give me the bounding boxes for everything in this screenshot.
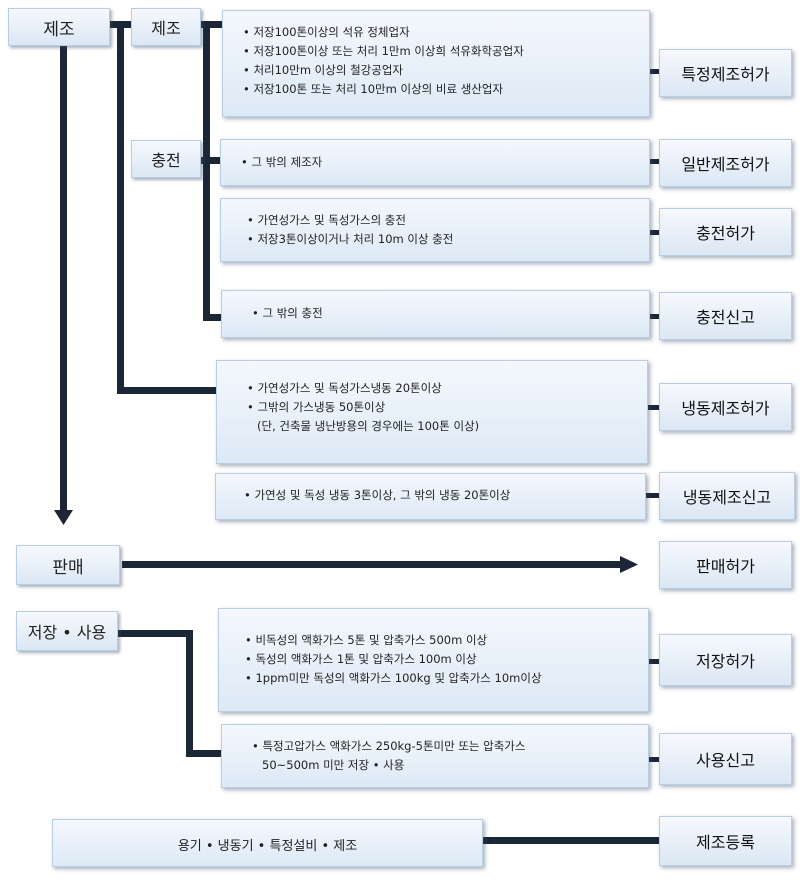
equipment-label: 용기 • 냉동기 • 특정설비 • 제조 (177, 839, 358, 854)
connector-tick-general (647, 159, 659, 164)
list-item: 그 밖의 충전 (252, 304, 322, 323)
connector-tick-use (649, 757, 659, 762)
use-report-line2: 50~500m 미만 저장 • 사용 (262, 758, 405, 772)
list-item: 특정고압가스 액화가스 250kg-5톤미만 또는 압축가스 (252, 737, 525, 756)
arrow-down-head (54, 510, 73, 525)
list-item: 독성의 액화가스 1톤 및 압축가스 100m 이상 (245, 650, 542, 669)
group-storage-permit-list: 비독성의 액화가스 5톤 및 압축가스 500m 이상 독성의 액화가스 1톤 … (245, 631, 542, 688)
group-use-report: 특정고압가스 액화가스 250kg-5톤미만 또는 압축가스 50~500m 미… (221, 724, 649, 788)
group-charging-permit-list: 가연성가스 및 독성가스의 충전 저장3톤이상이거나 처리 10m 이상 충전 (247, 211, 453, 249)
connector-tick-refrig (647, 405, 659, 410)
list-item: 가연성 및 독성 냉동 3톤이상, 그 밖의 냉동 20톤이상 (244, 486, 510, 505)
refrigeration-permit-note: (단, 건축물 냉난방용의 경우에는 100톤 이상) (257, 419, 480, 433)
list-item: 처리10만m 이상의 철강공업자 (243, 61, 524, 80)
result-charging-permit: 충전허가 (659, 208, 792, 256)
connector-refrig-vertical (117, 21, 124, 394)
list-item: 그 밖의 제조자 (241, 153, 322, 172)
connector-charging-horizontal (200, 157, 222, 164)
result-refrigeration-manufacture-permit: 냉동제조허가 (659, 383, 792, 431)
result-storage-permit: 저장허가 (659, 634, 792, 686)
list-item: 저장100톤이상 또는 처리 1만m 이상희 석유화학공업자 (243, 42, 523, 61)
result-use-report: 사용신고 (659, 733, 792, 785)
list-item: 그밖의 가스냉동 50톤이상 (247, 398, 442, 417)
result-sale-permit: 판매허가 (659, 541, 792, 589)
group-refrigeration-report-list: 가연성 및 독성 냉동 3톤이상, 그 밖의 냉동 20톤이상 (244, 486, 510, 505)
connector-refrig-horizontal (117, 387, 220, 394)
connector-main-vertical (60, 46, 67, 512)
connector-tick-specific (647, 69, 659, 74)
connector-tick-refrig-report (645, 493, 659, 498)
result-general-manufacture-permit: 일반제조허가 (659, 139, 792, 187)
connector-storage-top (115, 630, 193, 637)
result-charging-report: 충전신고 (659, 292, 792, 340)
result-specific-manufacture-permit: 특정제조허가 (659, 49, 792, 97)
connector-sub-horizontal (200, 21, 222, 28)
list-item: 1ppm미만 독성의 액화가스 100kg 및 압축가스 10m이상 (245, 669, 541, 688)
connector-sub-vertical (203, 21, 210, 321)
group-manufacture-specific: 저장100톤이상의 석유 정체업자 저장100톤이상 또는 처리 1만m 이상희… (222, 10, 650, 117)
group-manufacture-specific-list: 저장100톤이상의 석유 정체업자 저장100톤이상 또는 처리 1만m 이상희… (243, 23, 524, 99)
sub-label-manufacture: 제조 (131, 8, 201, 46)
group-storage-permit: 비독성의 액화가스 5톤 및 압축가스 500m 이상 독성의 액화가스 1톤 … (218, 608, 649, 712)
group-refrigeration-permit-list: 가연성가스 및 독성가스냉동 20톤이상 그밖의 가스냉동 50톤이상 (247, 379, 442, 417)
group-charging-report-list: 그 밖의 충전 (252, 304, 322, 323)
group-manufacture-other: 그 밖의 제조자 (220, 139, 650, 186)
list-item: 비독성의 액화가스 5톤 및 압축가스 500m 이상 (245, 631, 542, 650)
group-use-report-list: 특정고압가스 액화가스 250kg-5톤미만 또는 압축가스 (252, 737, 525, 756)
group-charging-permit: 가연성가스 및 독성가스의 충전 저장3톤이상이거나 처리 10m 이상 충전 (220, 198, 650, 262)
list-item: 저장100톤 또는 처리 10만m 이상의 비료 생산업자 (243, 80, 524, 99)
connector-tick-charging (647, 230, 659, 235)
connector-tick-storage (649, 659, 659, 664)
connector-registration (483, 837, 663, 844)
group-charging-report: 그 밖의 충전 (221, 290, 650, 338)
list-item: 저장100톤이상의 석유 정체업자 (243, 23, 524, 42)
result-manufacture-registration: 제조등록 (659, 816, 792, 866)
sub-label-charging: 충전 (131, 140, 201, 178)
group-manufacture-other-list: 그 밖의 제조자 (241, 153, 322, 172)
list-item: 저장3톤이상이거나 처리 10m 이상 충전 (247, 230, 453, 249)
category-sale: 판매 (16, 545, 120, 585)
list-item: 가연성가스 및 독성가스냉동 20톤이상 (247, 379, 441, 398)
category-storage-use: 저장 • 사용 (16, 611, 118, 651)
arrow-sale-head (620, 556, 638, 573)
connector-storage-vertical (186, 637, 193, 757)
connector-tick-charging-report (647, 314, 659, 319)
result-refrigeration-manufacture-report: 냉동제조신고 (659, 472, 795, 520)
category-manufacture: 제조 (8, 8, 110, 46)
group-refrigeration-report: 가연성 및 독성 냉동 3톤이상, 그 밖의 냉동 20톤이상 (215, 473, 646, 520)
connector-storage-horizontal (186, 750, 222, 757)
list-item: 가연성가스 및 독성가스의 충전 (247, 211, 453, 230)
arrow-sale-shaft (122, 561, 622, 568)
connector-charging-report-horizontal (203, 314, 221, 321)
group-equipment: 용기 • 냉동기 • 특정설비 • 제조 (52, 819, 483, 867)
group-refrigeration-permit: 가연성가스 및 독성가스냉동 20톤이상 그밖의 가스냉동 50톤이상 (단, … (216, 360, 648, 464)
